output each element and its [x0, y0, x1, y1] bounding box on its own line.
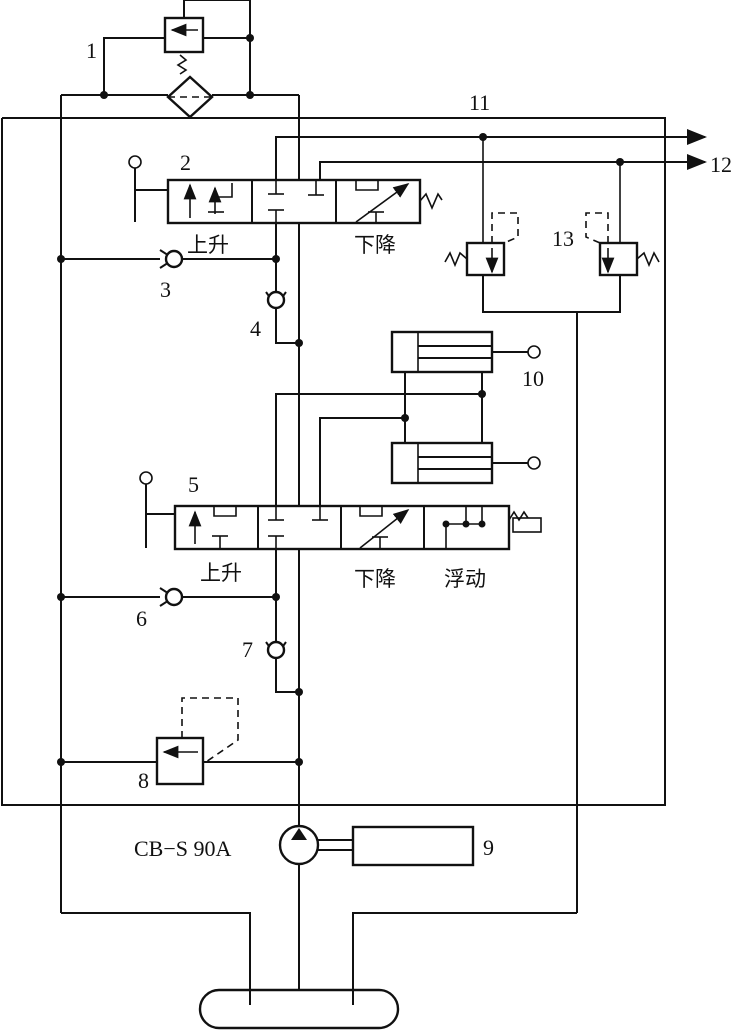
directional-valve-2	[128, 155, 443, 225]
check-valve-7	[265, 549, 303, 696]
cylinders-10	[275, 330, 541, 506]
label-pump-model: CB−S 90A	[134, 836, 231, 861]
check-valve-6	[57, 587, 280, 607]
spring-icon	[176, 54, 188, 75]
label-11: 11	[469, 90, 490, 115]
label-2: 2	[180, 150, 191, 175]
outer-frame	[1, 117, 666, 806]
label-13: 13	[552, 226, 574, 251]
label-lower-top: 下降	[354, 233, 396, 257]
pump-9	[278, 824, 475, 1005]
label-lower-bottom: 下降	[354, 567, 396, 591]
check-valve-4	[265, 223, 303, 347]
spring-icon	[419, 192, 443, 211]
lever-knob-icon	[128, 155, 142, 169]
label-float: 浮动	[444, 567, 486, 591]
check-valve-3	[57, 249, 280, 269]
label-7: 7	[242, 637, 253, 662]
labels: 1 2 3 4 5 6 7 8 9 10 11 12 13 上升 下降 上升 下…	[86, 38, 732, 861]
label-4: 4	[250, 316, 261, 341]
valves-13-pair	[444, 137, 660, 913]
label-5: 5	[188, 472, 199, 497]
lever-knob-icon	[139, 471, 153, 485]
label-rise-bottom: 上升	[200, 561, 242, 585]
filter-diamond-icon	[166, 75, 214, 119]
label-rise-top: 上升	[187, 233, 229, 257]
oil-tank	[61, 912, 577, 1030]
label-8: 8	[138, 768, 149, 793]
lines-to-11-12	[275, 129, 707, 180]
spring-icon	[636, 251, 660, 268]
label-10: 10	[522, 366, 544, 391]
directional-valve-5	[139, 471, 542, 551]
label-3: 3	[160, 277, 171, 302]
spring-icon	[444, 251, 468, 268]
label-9: 9	[483, 835, 494, 860]
relief-valve-1-body	[163, 16, 205, 54]
label-6: 6	[136, 606, 147, 631]
label-12: 12	[710, 152, 732, 177]
filter-relief-assembly-1	[60, 0, 300, 913]
relief-valve-8	[57, 697, 303, 786]
tank-icon	[198, 988, 400, 1030]
label-1: 1	[86, 38, 97, 63]
